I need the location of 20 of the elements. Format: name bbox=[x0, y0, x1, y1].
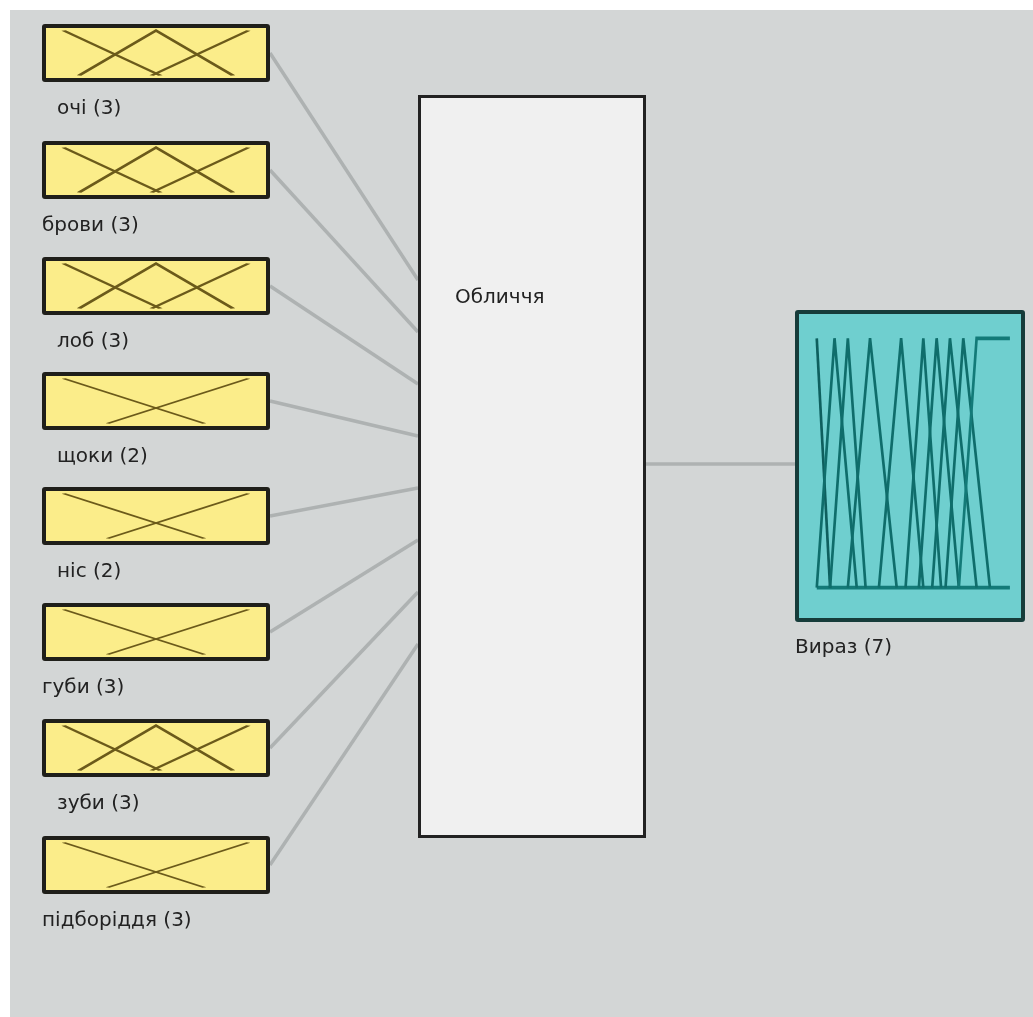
rule-block-label: Обличчя bbox=[455, 284, 545, 308]
input-label: зуби (3) bbox=[57, 790, 140, 814]
output-label: Вираз (7) bbox=[795, 634, 892, 658]
connector-line bbox=[269, 486, 419, 518]
input-label: ніс (2) bbox=[57, 558, 122, 582]
connector-line bbox=[268, 168, 420, 334]
rule-block-box bbox=[418, 95, 646, 838]
input-label: брови (3) bbox=[42, 212, 139, 236]
connector-line bbox=[646, 462, 795, 466]
connector-line bbox=[269, 538, 419, 634]
connector-line bbox=[268, 643, 420, 866]
input-label: щоки (2) bbox=[57, 443, 148, 467]
connector-line bbox=[269, 399, 419, 438]
input-label: очі (3) bbox=[57, 95, 122, 119]
input-label: підборіддя (3) bbox=[42, 907, 192, 931]
connector-line bbox=[269, 284, 419, 386]
connector-line bbox=[268, 590, 420, 750]
connector-line bbox=[268, 52, 420, 281]
input-label: губи (3) bbox=[42, 674, 125, 698]
input-label: лоб (3) bbox=[57, 328, 130, 352]
